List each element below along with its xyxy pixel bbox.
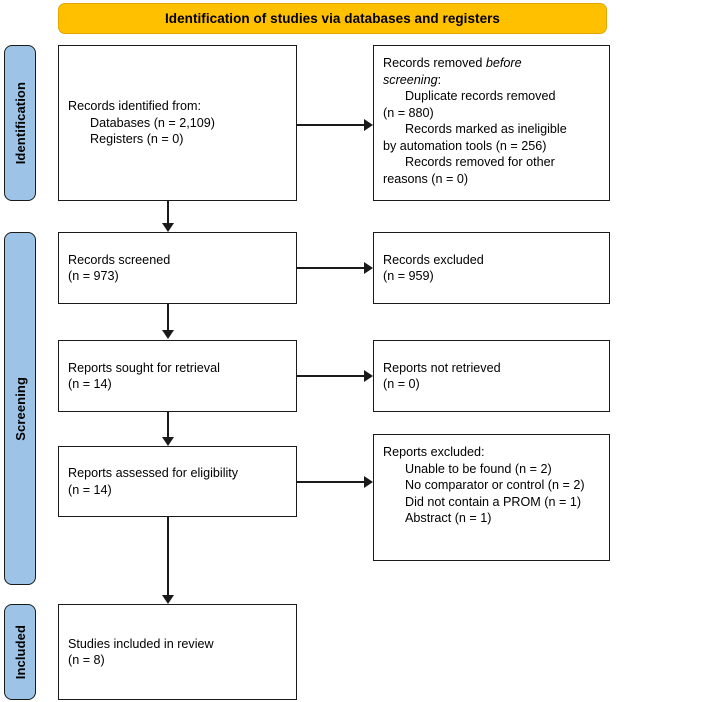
reports-sought-label: Reports sought for retrieval (68, 360, 220, 375)
arrowhead-identified-to-removed (364, 119, 373, 131)
stage-label-screening: Screening (12, 376, 28, 441)
records-identified-registers: Registers (n = 0) (90, 132, 184, 147)
connector-sought-to-assessed (167, 412, 169, 437)
arrowhead-assessed-to-reports-excluded (364, 476, 373, 488)
studies-included-count: (n = 8) (68, 653, 105, 667)
records-screened-label: Records screened (68, 252, 171, 267)
connector-assessed-to-reports-excluded (297, 481, 364, 483)
connector-assessed-to-included (167, 517, 169, 595)
records-removed-heading-line-1: Records removed before (383, 55, 600, 72)
reports-excluded-unable-found: Unable to be found (n = 2) (405, 461, 552, 476)
box-records-screened: Records screened (n = 973) (58, 232, 297, 304)
records-identified-line-1: Records identified from: (68, 99, 201, 114)
box-studies-included: Studies included in review (n = 8) (58, 604, 297, 700)
box-reports-excluded-reasons: Reports excluded: Unable to be found (n … (373, 434, 610, 561)
box-records-identified: Records identified from: Databases (n = … (58, 45, 297, 201)
reports-not-retrieved-label: Reports not retrieved (383, 360, 501, 375)
records-identified-databases: Databases (n = 2,109) (90, 115, 215, 130)
arrowhead-assessed-to-included (162, 595, 174, 604)
stage-rail-identification: Identification (4, 45, 36, 201)
box-records-removed: Records removed before screening: Duplic… (373, 45, 610, 201)
connector-identified-to-screened (167, 201, 169, 223)
connector-screened-to-sought (167, 304, 169, 330)
records-excluded-count: (n = 959) (383, 269, 434, 283)
box-reports-assessed: Reports assessed for eligibility (n = 14… (58, 446, 297, 517)
arrowhead-screened-to-excluded (364, 262, 373, 274)
box-records-excluded: Records excluded (n = 959) (373, 232, 610, 304)
records-removed-heading-colon: : (437, 72, 442, 87)
records-removed-other: Records removed for other (405, 155, 555, 169)
records-removed-ineligible-count: by automation tools (n = 256) (383, 138, 547, 153)
records-excluded-label: Records excluded (383, 252, 484, 267)
diagram-header-banner: Identification of studies via databases … (58, 3, 607, 34)
records-removed-other-count: reasons (n = 0) (383, 171, 469, 186)
records-removed-heading-line-2: screening: (383, 72, 600, 89)
arrowhead-sought-to-not-retrieved (364, 370, 373, 382)
stage-rail-included: Included (4, 604, 36, 700)
stage-label-included: Included (12, 624, 28, 680)
reports-not-retrieved-count: (n = 0) (383, 377, 420, 391)
records-removed-heading-emphasis-2: screening (383, 72, 438, 87)
records-removed-ineligible: Records marked as ineligible (405, 122, 567, 136)
reports-excluded-abstract: Abstract (n = 1) (405, 511, 492, 525)
box-reports-not-retrieved: Reports not retrieved (n = 0) (373, 340, 610, 412)
records-removed-heading-text: Records removed (383, 56, 486, 70)
reports-assessed-count: (n = 14) (68, 482, 112, 497)
records-removed-duplicates: Duplicate records removed (405, 89, 556, 103)
stage-rail-screening: Screening (4, 232, 36, 585)
reports-sought-count: (n = 14) (68, 377, 112, 391)
arrowhead-sought-to-assessed (162, 437, 174, 446)
records-removed-duplicates-count: (n = 880) (383, 105, 434, 120)
reports-excluded-no-comparator: No comparator or control (n = 2) (405, 478, 585, 492)
studies-included-label: Studies included in review (68, 636, 214, 651)
stage-label-identification: Identification (12, 81, 28, 165)
records-removed-heading-emphasis-1: before (485, 56, 522, 70)
connector-sought-to-not-retrieved (297, 375, 364, 377)
reports-excluded-no-prom: Did not contain a PROM (n = 1) (405, 494, 582, 509)
connector-identified-to-removed (297, 124, 364, 126)
reports-excluded-heading: Reports excluded: (383, 445, 485, 459)
arrowhead-screened-to-sought (162, 330, 174, 339)
connector-screened-to-excluded (297, 267, 364, 269)
box-reports-sought: Reports sought for retrieval (n = 14) (58, 340, 297, 412)
diagram-title: Identification of studies via databases … (165, 11, 500, 26)
records-screened-count: (n = 973) (68, 269, 119, 283)
reports-assessed-label: Reports assessed for eligibility (68, 466, 239, 480)
arrowhead-identified-to-screened (162, 223, 174, 232)
